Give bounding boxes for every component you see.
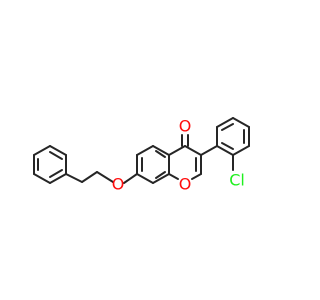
bond — [232, 117, 250, 128]
ethylene-linker — [65, 171, 114, 183]
bond — [200, 145, 218, 156]
atom-label-cl: Cl — [229, 171, 245, 190]
bond — [168, 145, 186, 156]
atom-oxygen-carbonyl: O — [179, 117, 192, 136]
bond — [49, 173, 67, 184]
double-bond — [49, 169, 63, 178]
bond — [123, 173, 138, 184]
double-bond — [155, 150, 166, 158]
bond — [184, 145, 202, 156]
bond — [33, 173, 51, 184]
bond — [152, 145, 170, 156]
carbonyl — [181, 134, 189, 147]
bond — [33, 145, 51, 156]
bond — [191, 173, 202, 180]
phenyl-ring-left — [33, 145, 67, 184]
bond — [216, 145, 234, 156]
double-bond — [221, 123, 234, 131]
atom-label-o-ring: O — [179, 175, 192, 194]
bond — [152, 173, 170, 184]
bond — [81, 171, 98, 183]
bond — [96, 171, 114, 183]
chlorophenyl-ring — [200, 117, 250, 171]
molecule-structure: O O O Cl — [33, 117, 250, 194]
atom-oxygen-ring: O — [179, 175, 192, 194]
ether-bonds — [112, 173, 138, 184]
bond — [49, 145, 67, 156]
atom-chlorine: Cl — [229, 171, 245, 190]
atom-oxygen-ether: O — [112, 175, 125, 194]
double-bond — [49, 151, 63, 160]
atom-label-o-ether: O — [112, 175, 125, 194]
double-bond — [155, 171, 166, 179]
atom-label-o-carbonyl: O — [179, 117, 192, 136]
bond — [136, 173, 154, 184]
pyranone-ring — [168, 145, 202, 180]
bond — [232, 145, 250, 156]
bond — [65, 173, 83, 183]
double-bond — [221, 142, 234, 150]
bond — [216, 117, 234, 128]
bond — [136, 145, 154, 156]
bond — [168, 173, 179, 180]
chromone-benzo-ring — [136, 145, 170, 184]
